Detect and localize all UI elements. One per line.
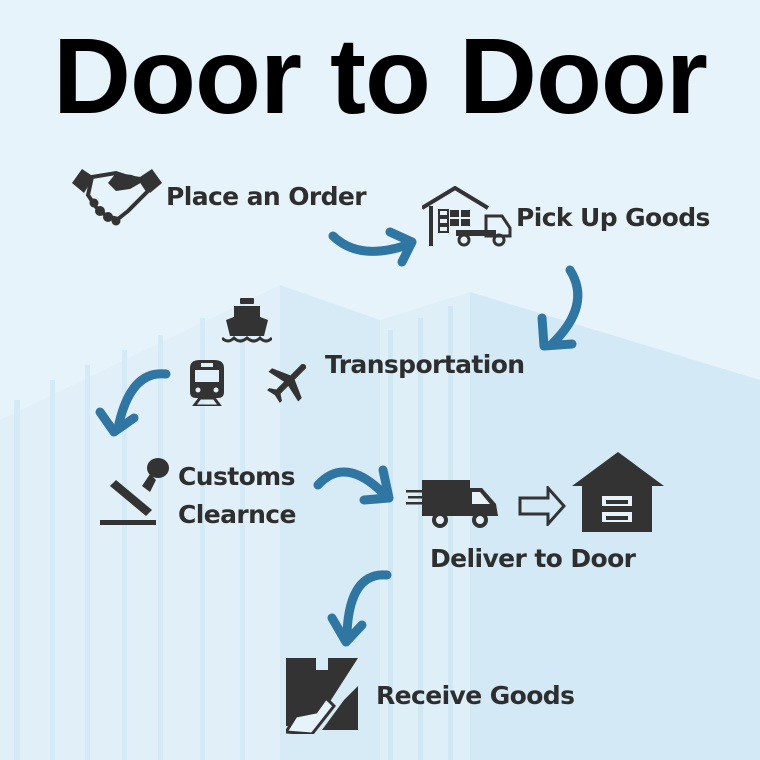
garage-house-icon bbox=[572, 452, 664, 532]
train-icon bbox=[186, 360, 228, 408]
step-label-customs-line2: Clearnce bbox=[178, 500, 296, 529]
airplane-icon bbox=[266, 358, 312, 404]
step-label-place-order: Place an Order bbox=[166, 182, 367, 211]
step-label-pick-up: Pick Up Goods bbox=[516, 203, 710, 232]
stamp-icon bbox=[100, 456, 172, 528]
outline-arrow-icon bbox=[518, 484, 567, 528]
handshake-icon bbox=[72, 167, 162, 227]
warehouse-truck-icon bbox=[420, 185, 512, 248]
step-label-deliver: Deliver to Door bbox=[430, 544, 636, 573]
package-box-icon bbox=[283, 658, 358, 736]
step-label-transportation: Transportation bbox=[325, 350, 525, 379]
ship-icon bbox=[220, 298, 274, 344]
delivery-truck-icon bbox=[406, 478, 500, 530]
step-label-customs-line1: Customs bbox=[178, 462, 295, 491]
page-title: Door to Door bbox=[53, 15, 708, 136]
step-label-receive: Receive Goods bbox=[376, 681, 575, 710]
